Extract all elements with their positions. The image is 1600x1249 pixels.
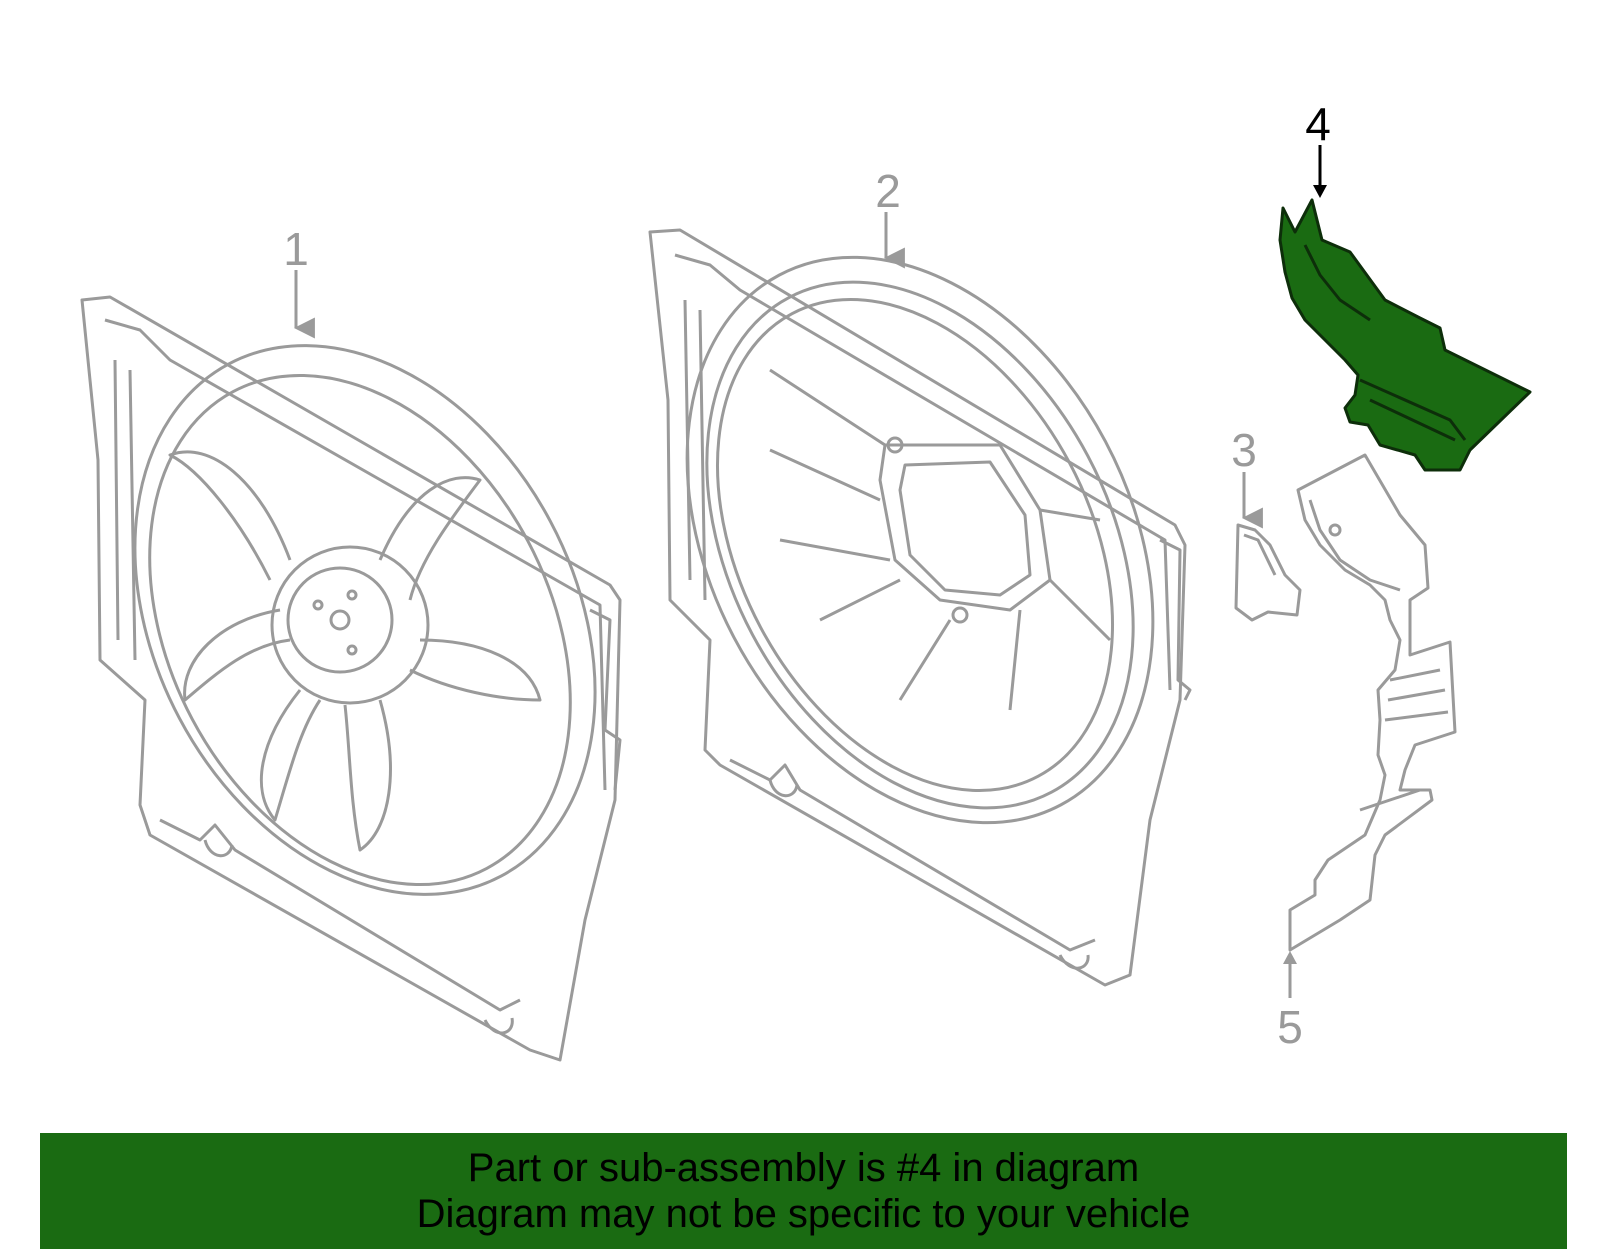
callout-3: 3: [1231, 424, 1257, 476]
part-4-air-duct[interactable]: [1278, 198, 1532, 472]
part-5-deflector[interactable]: [1288, 453, 1457, 952]
banner-line-1: Part or sub-assembly is #4 in diagram: [467, 1146, 1140, 1190]
banner-line-2: Diagram may not be specific to your vehi…: [416, 1192, 1191, 1236]
part-2-fan-shroud[interactable]: [594, 177, 1247, 987]
callout-arrow-5-head: [1283, 951, 1297, 964]
callout-5: 5: [1277, 1001, 1303, 1053]
callout-2: 2: [875, 165, 901, 217]
callout-4: 4: [1305, 98, 1331, 150]
part-1-fan-assembly[interactable]: [43, 265, 686, 1062]
part-3-bracket[interactable]: [1234, 523, 1302, 622]
info-banner: Part or sub-assembly is #4 in diagram Di…: [40, 1133, 1567, 1249]
callout-1: 1: [283, 223, 309, 275]
callout-arrow-4-head: [1313, 185, 1327, 198]
